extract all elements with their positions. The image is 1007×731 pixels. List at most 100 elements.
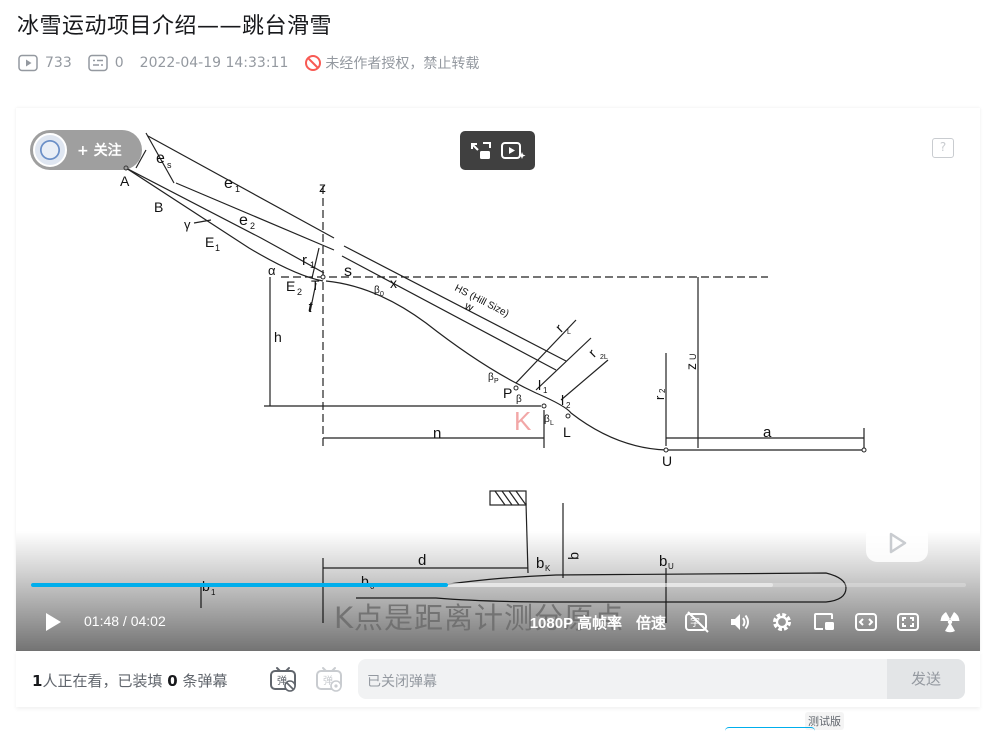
label-l2-sub: 2: [566, 401, 571, 410]
controls-shade: [16, 531, 980, 651]
label-a-dim: a: [763, 424, 772, 441]
label-h: h: [274, 329, 282, 345]
quality-button[interactable]: 1080P 高帧率: [529, 614, 622, 632]
label-hs: HS (Hill Size): [453, 283, 511, 320]
pip-button[interactable]: [812, 611, 836, 633]
label-betal: β: [544, 414, 550, 425]
danmaku-count-icon: [87, 54, 108, 72]
label-e1: e: [224, 175, 233, 192]
below-section-edge: [725, 727, 815, 731]
label-r1: r: [302, 252, 307, 269]
send-button[interactable]: 发送: [887, 659, 965, 699]
web-fullscreen-icon: [855, 613, 877, 631]
label-n: n: [433, 425, 441, 442]
watching-count: 1: [32, 672, 43, 690]
label-r2l: r: [585, 345, 600, 360]
progress-played: [31, 583, 448, 587]
picture-in-picture-icon: [814, 613, 834, 630]
label-w: w: [462, 300, 475, 315]
video-title: 冰雪运动项目介绍——跳台滑雪: [17, 14, 333, 39]
loaded-danmaku-suffix: 条弹幕: [182, 672, 228, 690]
watching-info: 1人正在看，已装填 0 条弹幕: [32, 670, 227, 691]
danmaku-count-value: 0: [114, 55, 124, 71]
label-x: x: [390, 275, 397, 291]
beta-badge: 测试版: [805, 712, 844, 730]
label-k: K: [514, 406, 532, 436]
label-b: B: [154, 199, 163, 215]
view-count: 733: [18, 54, 72, 72]
time-total: 04:02: [130, 613, 166, 629]
volume-icon: [731, 614, 749, 630]
label-l2: l: [561, 392, 564, 408]
label-l1: l: [538, 377, 541, 393]
label-beta0-sub: 0: [380, 291, 384, 298]
label-l: L: [563, 424, 571, 440]
time-current: 01:48: [84, 613, 120, 629]
label-rl-sub: L: [567, 329, 571, 336]
label-u: U: [662, 453, 672, 469]
danmaku-input[interactable]: 已关闭弹幕 发送: [358, 659, 965, 699]
no-repost-icon: [305, 55, 322, 71]
subtitle-text: K点是距离计测分原点: [334, 601, 625, 635]
danmaku-toggle-icon[interactable]: 弹: [269, 665, 297, 693]
label-betal-sub: L: [550, 420, 554, 427]
label-z: z: [319, 179, 326, 195]
bilibili-tv-icon[interactable]: [864, 510, 930, 564]
copyright-notice: 未经作者授权，禁止转载: [304, 53, 479, 73]
label-beta: β: [516, 394, 522, 405]
label-betap: β: [488, 372, 494, 383]
label-rl: r: [552, 320, 567, 335]
control-bar: 01:48 / 04:02 1080P 高帧率 倍速 字: [16, 604, 980, 640]
ai-summary-icon[interactable]: [500, 140, 526, 162]
label-a: A: [120, 173, 130, 189]
label-r2-sub: 2: [658, 388, 667, 393]
label-r1-sub: 1: [310, 260, 315, 270]
label-e1-sub: 1: [235, 184, 240, 194]
svg-text:弹: 弹: [323, 674, 333, 687]
label-r2l-sub: 2L: [600, 354, 608, 361]
settings-button[interactable]: [770, 610, 794, 634]
video-player[interactable]: A B e s e 1 e 2 γ E 1 z α r 1 E 2 T t s …: [16, 108, 980, 651]
speed-button[interactable]: 倍速: [635, 614, 666, 632]
label-e1-point: E: [205, 234, 214, 250]
subtitle-toggle[interactable]: 字: [684, 610, 710, 634]
label-alpha: α: [268, 263, 276, 278]
volume-button[interactable]: [728, 611, 752, 633]
time-separator: /: [119, 613, 131, 629]
picture-swap-icon[interactable]: [469, 140, 493, 162]
help-icon[interactable]: ?: [932, 138, 954, 158]
label-zu-sub: U: [688, 354, 698, 361]
follow-button[interactable]: + 关注: [30, 130, 142, 170]
label-r2: r: [652, 395, 667, 400]
watching-text: 人正在看，已装填: [42, 672, 163, 690]
label-betap-sub: P: [494, 378, 499, 385]
label-s: s: [344, 263, 352, 280]
web-fullscreen-button[interactable]: [854, 611, 878, 633]
fullscreen-button[interactable]: [896, 611, 920, 633]
subtitle-off-icon: 字: [685, 611, 709, 633]
danmaku-settings-icon[interactable]: 弹: [315, 665, 343, 693]
svg-text:弹: 弹: [277, 674, 287, 687]
effects-button[interactable]: [938, 610, 962, 634]
danmaku-input-placeholder: 已关闭弹幕: [367, 674, 437, 690]
label-es-sub: s: [167, 160, 172, 170]
play-icon[interactable]: [42, 611, 64, 633]
top-control-group: [460, 131, 535, 170]
uploader-avatar[interactable]: [33, 133, 67, 167]
label-zu: z: [683, 363, 699, 370]
danmaku-bar: 1人正在看，已装填 0 条弹幕 弹 弹 已关闭弹幕 发送: [16, 651, 980, 707]
label-p: P: [503, 385, 512, 401]
label-e1-point-sub: 1: [215, 243, 220, 253]
danmaku-count: 0: [87, 54, 124, 72]
video-meta: 733 0 2022-04-19 14:33:11 未经作者授权，禁止转载: [18, 53, 479, 73]
view-count-value: 733: [45, 55, 72, 71]
label-e2-sub: 2: [250, 221, 255, 231]
label-gamma: γ: [184, 217, 191, 232]
label-t-point: T: [311, 277, 320, 293]
svg-text:字: 字: [690, 616, 700, 629]
radiation-icon: [940, 612, 960, 633]
copyright-text: 未经作者授权，禁止转载: [325, 56, 480, 72]
label-beta0: β: [374, 285, 380, 296]
loaded-danmaku-count: 0: [167, 672, 178, 690]
progress-bar[interactable]: [31, 583, 966, 587]
